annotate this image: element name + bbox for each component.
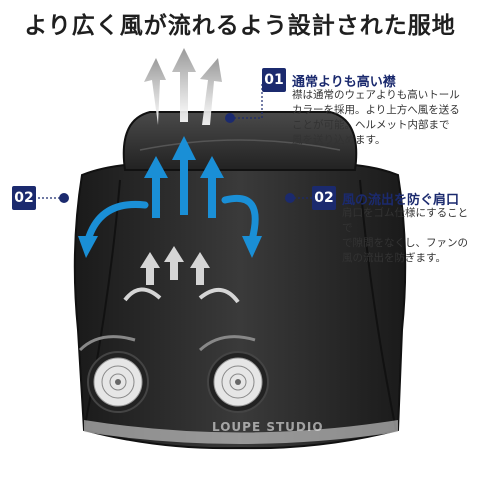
feature-2-heading: 風の流出を防ぐ肩口 bbox=[342, 193, 460, 208]
watermark: LOUPE STUDIO bbox=[212, 420, 324, 434]
feature-2-line: で隙間をなくし、ファンの bbox=[342, 237, 468, 249]
fan-right bbox=[198, 335, 269, 413]
left-feature-2-badge: 02 bbox=[12, 186, 36, 210]
feature-1-line: カラーを採用。より上方へ風を送る bbox=[292, 104, 460, 116]
airflow-side-arrows-blue bbox=[84, 195, 259, 244]
airflow-up-arrows-grey bbox=[144, 48, 222, 125]
feature-2-text: 肩口をゴム仕様にすることで で隙間をなくし、ファンの 風の流出を防ぎます。 bbox=[342, 206, 478, 266]
feature-1-line: 風を送り込めます。 bbox=[292, 134, 386, 146]
feature-1-text: 襟は通常のウェアよりも高いトール カラーを採用。より上方へ風を送る ことが可能。… bbox=[292, 88, 472, 148]
page-title: より広く風が流れるよう設計された服地 bbox=[24, 13, 456, 39]
feature-1-badge: 01 bbox=[262, 68, 286, 92]
feature-1-heading: 通常よりも高い襟 bbox=[292, 75, 396, 90]
feature-1-line: ことが可能。ヘルメット内部まで bbox=[292, 119, 450, 131]
feature-2-line: 肩口をゴム仕様にすることで bbox=[342, 207, 469, 234]
airflow-arrows-white bbox=[123, 246, 240, 304]
airflow-up-arrows-blue bbox=[144, 136, 224, 218]
feature-1-line: 襟は通常のウェアよりも高いトール bbox=[292, 89, 460, 101]
feature-2-line: 風の流出を防ぎます。 bbox=[342, 252, 446, 264]
feature-2-badge: 02 bbox=[312, 186, 336, 210]
fan-left bbox=[78, 335, 149, 413]
